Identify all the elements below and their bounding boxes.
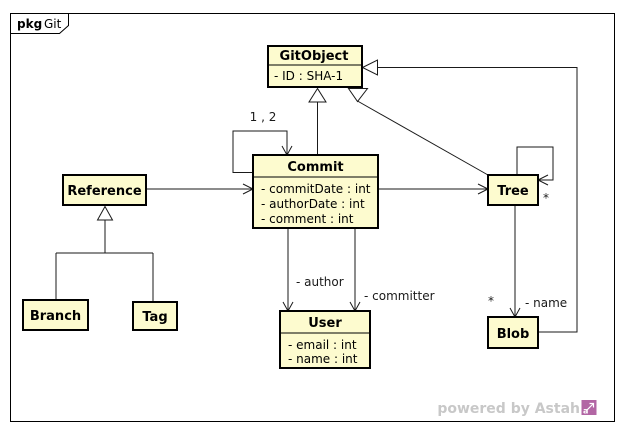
generalization-blob-to-gitobject [361,59,578,333]
class-attribute: - email : int [288,338,357,352]
class-title: Reference [67,184,141,199]
label-committer: - committer [364,289,435,303]
class-title: Blob [497,327,530,342]
label-commit-self-multiplicity: 1 , 2 [250,110,277,124]
class-box [487,316,539,349]
class-attribute: - ID : SHA-1 [274,69,343,83]
class-box [22,299,89,331]
generalization-branch-tag-to-reference [55,205,154,302]
label-blob-name: - name [525,296,567,310]
hollow-triangle-icon [347,88,369,103]
relationships: 1 , 2 * - author - committer [55,59,578,333]
astah-logo-icon: a [581,400,597,416]
association-reference-to-commit [146,183,255,195]
watermark: powered by Astah a [437,400,597,417]
class-box [62,174,147,206]
logo-letter: a [583,407,588,416]
label-blob-multiplicity: * [488,294,494,308]
association-commit-to-tree [378,183,490,195]
hollow-triangle-icon [361,59,378,76]
class-user[interactable]: User - email : int - name : int [279,310,371,369]
association-commit-to-user-author: - author [282,228,344,313]
class-attribute: - comment : int [261,212,354,226]
frame-border [10,13,615,422]
class-title: Tag [142,310,167,325]
frame-title: Git [44,17,62,31]
logo-arrow-icon [586,403,594,411]
class-tag[interactable]: Tag [132,301,178,331]
class-title: GitObject [280,49,349,64]
class-tree[interactable]: Tree [487,174,539,206]
frame-tab [10,13,69,34]
class-box [267,45,363,88]
association-tree-to-blob: * - name [488,205,567,319]
class-box [252,154,379,229]
class-title: Branch [30,309,81,324]
label-tree-self-multiplicity: * [543,191,549,205]
logo-arrowhead-icon [589,402,595,408]
class-gitobject[interactable]: GitObject - ID : SHA-1 [267,45,363,88]
association-commit-to-user-committer: - committer [349,228,435,313]
class-title: Commit [287,160,343,175]
class-box [132,301,178,331]
hollow-triangle-icon [308,87,327,103]
frame-keyword: pkg [17,17,42,31]
class-branch[interactable]: Branch [22,299,89,331]
class-attribute: - commitDate : int [261,182,371,196]
class-title: User [308,316,342,331]
class-blob[interactable]: Blob [487,316,539,349]
hollow-triangle-icon [96,205,114,221]
class-attribute: - authorDate : int [261,197,365,211]
class-attribute: - name : int [288,352,358,366]
class-box [487,174,539,206]
generalization-tree-to-gitobject [347,88,489,176]
generalization-commit-to-gitobject [308,87,327,155]
class-box [279,310,371,369]
package-frame: pkg Git [10,13,615,422]
watermark-text: powered by Astah [437,401,580,417]
label-author: - author [296,275,344,289]
class-reference[interactable]: Reference [62,174,147,206]
class-title: Tree [497,184,529,199]
class-commit[interactable]: Commit - commitDate : int - authorDate :… [252,154,379,229]
